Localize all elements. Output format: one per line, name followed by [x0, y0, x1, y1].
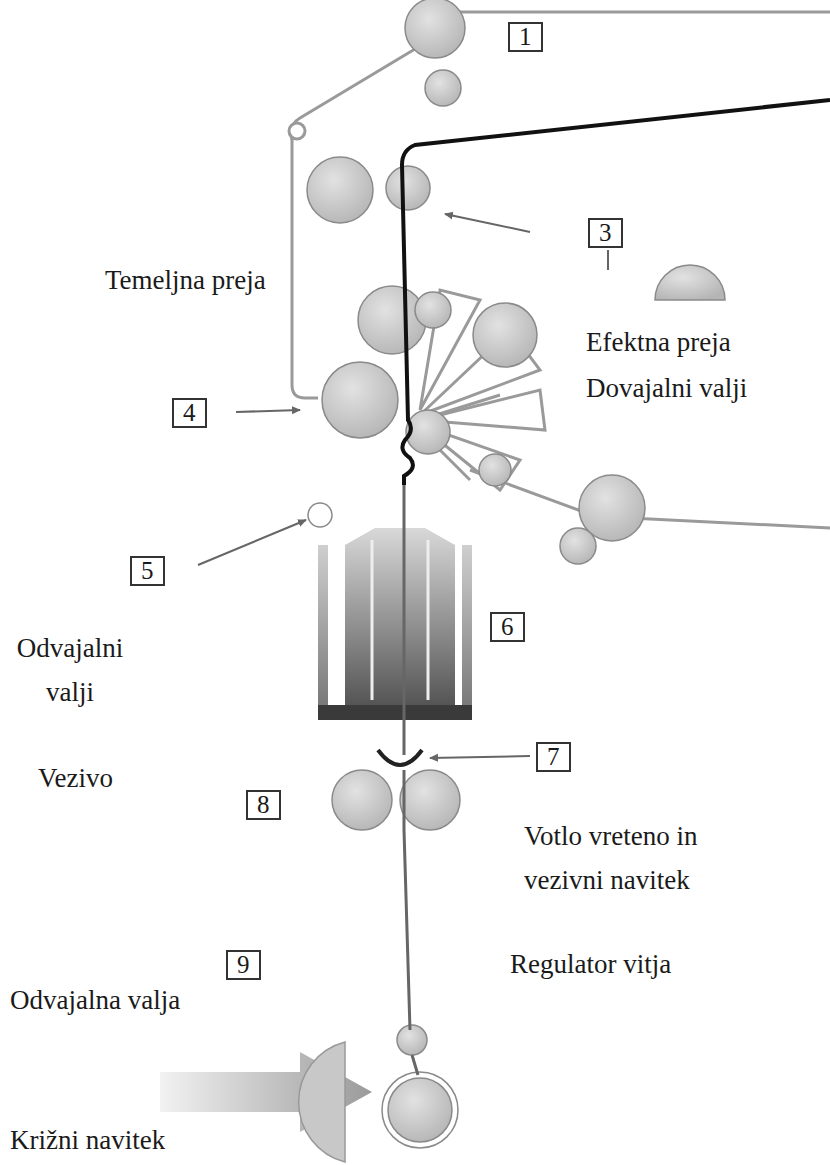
callout-text: 7 [547, 744, 560, 770]
callout-text: 8 [257, 792, 270, 818]
callout-number: 1 [508, 22, 543, 52]
callout-text: 4 [183, 400, 196, 426]
callout-number: 4 [172, 398, 207, 428]
part-label: Odvajalni valji [10, 626, 130, 714]
callout-number: 9 [226, 950, 261, 980]
callout-number: 7 [536, 742, 571, 772]
part-label: Efektna preja [586, 320, 786, 364]
part-label: Regulator vitja [510, 942, 750, 986]
part-label: Križni navitek [10, 1118, 230, 1162]
part-label: Temeljna preja [105, 258, 285, 302]
part-label: Dovajalni valji [586, 366, 826, 410]
callout-number: 6 [490, 612, 525, 642]
callout-text: 5 [141, 558, 154, 584]
part-label: Vezivo [38, 756, 188, 800]
callout-text: 1 [519, 24, 532, 50]
callout-number: 3 [588, 218, 623, 248]
callout-number: 5 [130, 556, 165, 586]
callout-text: 9 [237, 952, 250, 978]
part-label: Votlo vreteno in vezivni navitek [524, 814, 744, 902]
callout-text: 6 [501, 614, 514, 640]
callout-text: 3 [599, 220, 612, 246]
callout-number: 8 [246, 790, 281, 820]
part-label: Odvajalna valja [10, 978, 240, 1022]
